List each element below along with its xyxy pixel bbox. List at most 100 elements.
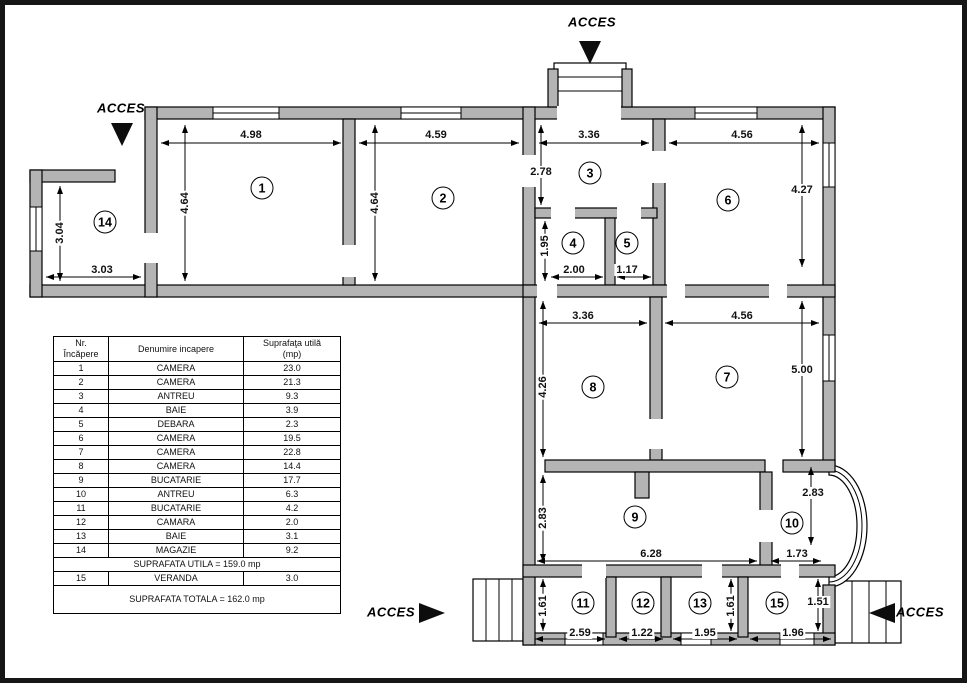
col-header-area-line2: (mp) <box>282 349 302 359</box>
room-number-9: 9 <box>623 505 647 529</box>
table-cell: 12 <box>53 515 109 530</box>
door-openings <box>144 106 799 578</box>
dimension-label: 4.26 <box>537 374 549 400</box>
table-cell: CAMARA <box>108 515 244 530</box>
table-cell: 8 <box>53 459 109 474</box>
dimension-label: 1.95 <box>692 627 718 639</box>
table-cell: 14.4 <box>243 459 341 474</box>
table-row: SUPRAFATA UTILA = 159.0 mp <box>53 557 341 572</box>
dimension-label: 1.73 <box>784 548 810 560</box>
col-header-area-line1: Suprafaţa utilă <box>262 338 322 348</box>
dimension-label: 4.59 <box>423 129 449 141</box>
room-number-13: 13 <box>688 591 712 615</box>
dimension-label: 2.59 <box>567 627 593 639</box>
table-cell: BUCATARIE <box>108 501 244 516</box>
dimension-label: 2.78 <box>528 166 554 178</box>
room-number-14: 14 <box>93 210 117 234</box>
dimension-label: 1.61 <box>537 593 549 619</box>
table-cell: 10 <box>53 487 109 502</box>
table-summary-cell: SUPRAFATA UTILA = 159.0 mp <box>53 557 341 572</box>
table-cell: 3.1 <box>243 529 341 544</box>
table-cell: 1 <box>53 361 109 376</box>
acces-label: ACCES <box>96 100 146 116</box>
acces-label: ACCES <box>895 604 945 620</box>
acces-arrow-left-icon <box>869 603 895 623</box>
table-cell: CAMERA <box>108 459 244 474</box>
table-cell: CAMERA <box>108 431 244 446</box>
table-cell: MAGAZIE <box>108 543 244 558</box>
dimension-label: 4.56 <box>729 129 755 141</box>
table-cell: VERANDA <box>108 571 244 586</box>
acces-label: ACCES <box>366 604 416 620</box>
dimension-label: 3.36 <box>570 310 596 322</box>
col-header-nr: Nr. Încăpere <box>53 336 109 362</box>
acces-arrow-right-icon <box>419 603 445 623</box>
table-cell: 9 <box>53 473 109 488</box>
table-row: SUPRAFATA TOTALA = 162.0 mp <box>53 585 341 614</box>
table-cell: ANTREU <box>108 389 244 404</box>
table-cell: 5 <box>53 417 109 432</box>
table-cell: BAIE <box>108 403 244 418</box>
room-number-1: 1 <box>250 176 274 200</box>
table-cell: 2.3 <box>243 417 341 432</box>
table-cell: 9.3 <box>243 389 341 404</box>
table-cell: BAIE <box>108 529 244 544</box>
dimension-label: 4.98 <box>238 129 264 141</box>
col-header-nr-line2: Încăpere <box>63 349 99 359</box>
floor-plan: Nr. Încăpere Denumire incapere Suprafaţa… <box>5 5 962 678</box>
col-header-name: Denumire incapere <box>108 336 244 362</box>
table-cell: 14 <box>53 543 109 558</box>
room-number-15: 15 <box>765 591 789 615</box>
table-cell: 3.0 <box>243 571 341 586</box>
room-number-3: 3 <box>578 161 602 185</box>
table-cell: 19.5 <box>243 431 341 446</box>
table-header-row: Nr. Încăpere Denumire incapere Suprafaţa… <box>53 336 341 362</box>
table-cell: CAMERA <box>108 375 244 390</box>
dimension-label: 1.96 <box>780 627 806 639</box>
room-number-12: 12 <box>631 591 655 615</box>
dimension-label: 3.04 <box>54 220 66 246</box>
table-cell: 6.3 <box>243 487 341 502</box>
col-header-nr-line1: Nr. <box>75 338 87 348</box>
dimension-label: 2.00 <box>561 264 587 276</box>
acces-arrow-down-icon <box>111 123 133 146</box>
table-summary-cell: SUPRAFATA TOTALA = 162.0 mp <box>53 585 341 614</box>
table-cell: 7 <box>53 445 109 460</box>
dimension-label: 3.36 <box>576 129 602 141</box>
room-number-10: 10 <box>780 511 804 535</box>
table-cell: CAMERA <box>108 361 244 376</box>
table-cell: 2 <box>53 375 109 390</box>
dimension-label: 2.83 <box>537 505 549 531</box>
dimension-label: 1.22 <box>629 627 655 639</box>
dimension-label: 2.83 <box>800 487 826 499</box>
table-cell: 13 <box>53 529 109 544</box>
table-cell: 22.8 <box>243 445 341 460</box>
table-cell: 2.0 <box>243 515 341 530</box>
room-number-2: 2 <box>431 186 455 210</box>
room-number-4: 4 <box>561 231 585 255</box>
entrance-steps <box>472 62 902 644</box>
table-cell: 4 <box>53 403 109 418</box>
table-cell: 3.9 <box>243 403 341 418</box>
table-cell: 15 <box>53 571 109 586</box>
bay-window-glazing <box>828 469 863 583</box>
room-number-8: 8 <box>581 375 605 399</box>
dimension-label: 4.56 <box>729 310 755 322</box>
table-cell: CAMERA <box>108 445 244 460</box>
walls-layer <box>29 68 836 646</box>
